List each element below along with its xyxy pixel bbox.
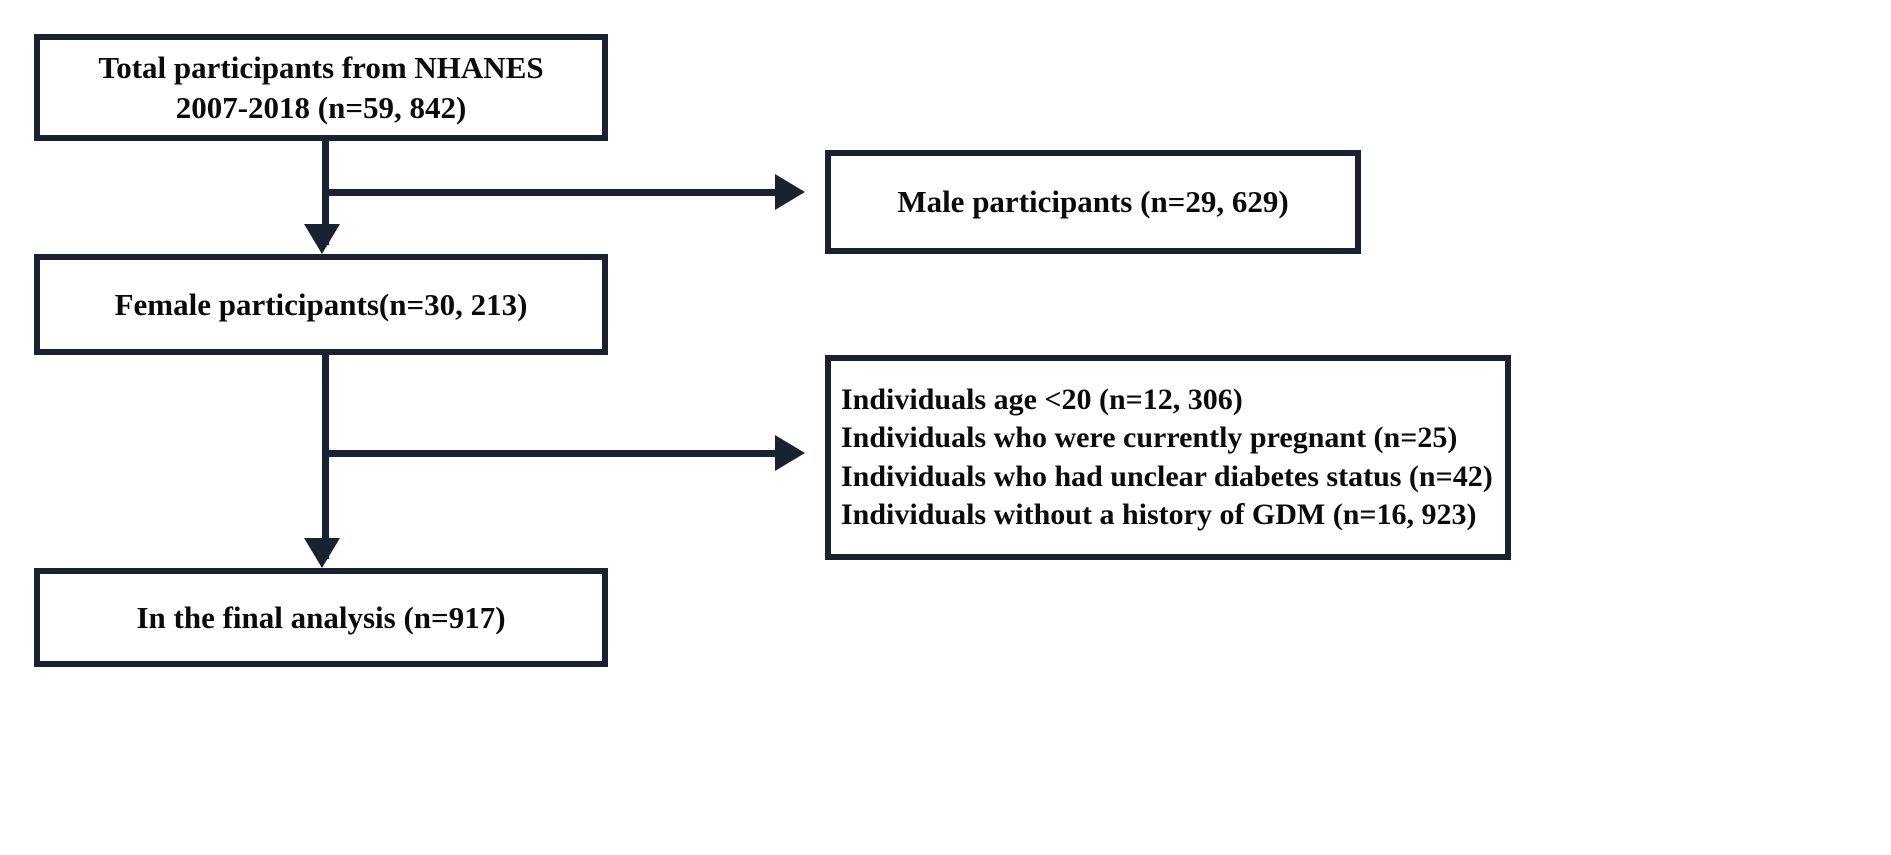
connector-female-to-exclusions-arrowhead [775, 435, 805, 471]
connector-total-to-male-arrowhead [775, 174, 805, 210]
node-exclusion-criteria-line-4: Individuals without a history of GDM (n=… [841, 497, 1477, 531]
connector-total-to-male-line [322, 189, 778, 196]
node-exclusion-criteria-text: Individuals age <20 (n=12, 306) Individu… [831, 381, 1505, 535]
node-final-analysis-line-1: In the final analysis (n=917) [136, 599, 506, 635]
node-total-participants-line-2: 2007-2018 (n=59, 842) [175, 89, 467, 125]
node-exclusion-criteria-line-1: Individuals age <20 (n=12, 306) [841, 382, 1243, 416]
connector-female-to-final-arrowhead [304, 538, 340, 568]
node-exclusion-criteria: Individuals age <20 (n=12, 306) Individu… [825, 355, 1511, 560]
node-final-analysis-text: In the final analysis (n=917) [40, 598, 602, 638]
node-female-participants-line-1: Female participants(n=30, 213) [114, 286, 528, 322]
node-male-participants-line-1: Male participants (n=29, 629) [897, 184, 1289, 220]
node-exclusion-criteria-line-3: Individuals who had unclear diabetes sta… [841, 459, 1493, 493]
connector-female-to-exclusions-line [322, 450, 778, 457]
node-male-participants-text: Male participants (n=29, 629) [831, 182, 1355, 222]
node-female-participants: Female participants(n=30, 213) [34, 254, 608, 355]
connector-female-to-final-line [322, 355, 329, 559]
connector-total-to-female-arrowhead [304, 224, 340, 254]
node-exclusion-criteria-line-2: Individuals who were currently pregnant … [841, 421, 1458, 455]
node-total-participants-text: Total participants from NHANES 2007-2018… [40, 48, 602, 127]
node-total-participants: Total participants from NHANES 2007-2018… [34, 34, 608, 141]
node-female-participants-text: Female participants(n=30, 213) [40, 285, 602, 325]
node-total-participants-line-1: Total participants from NHANES [98, 49, 544, 85]
node-male-participants: Male participants (n=29, 629) [825, 150, 1361, 254]
node-final-analysis: In the final analysis (n=917) [34, 568, 608, 667]
